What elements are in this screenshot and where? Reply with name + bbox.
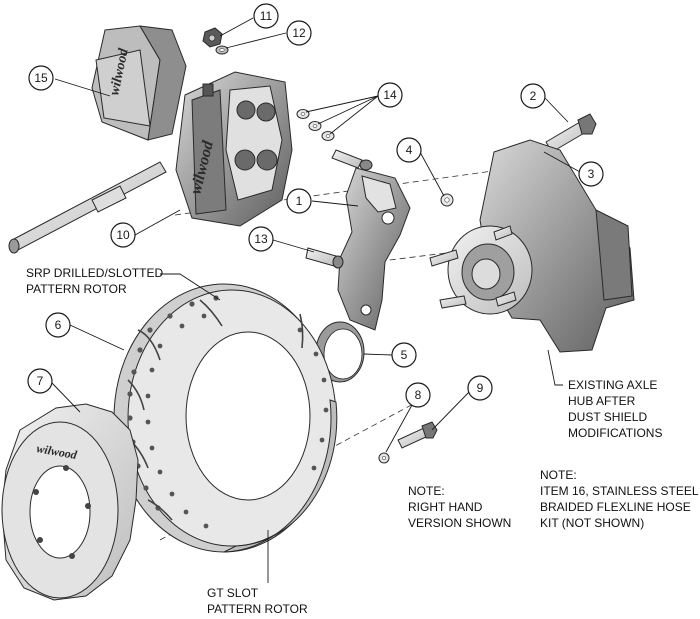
svg-text:6: 6 bbox=[55, 318, 62, 332]
caliper-bracket bbox=[337, 167, 411, 331]
svg-text:14: 14 bbox=[383, 88, 397, 102]
callout-13: 13 bbox=[248, 226, 274, 252]
note-right-title: NOTE: bbox=[540, 468, 577, 482]
note-left-line-1: RIGHT HAND bbox=[408, 500, 483, 514]
note-right-line-1: ITEM 16, STAINLESS STEEL bbox=[540, 484, 699, 498]
axle-label-line-1: EXISTING AXLE bbox=[568, 378, 657, 392]
srp-label-line-1: SRP DRILLED/SLOTTED bbox=[26, 266, 163, 280]
note-left-title: NOTE: bbox=[408, 484, 445, 498]
gt-label-line-1: GT SLOT bbox=[207, 586, 259, 600]
note-left-line-2: VERSION SHOWN bbox=[408, 516, 511, 530]
svg-text:13: 13 bbox=[254, 232, 268, 246]
callout-11: 11 bbox=[253, 3, 279, 29]
spindle-bolt bbox=[545, 113, 597, 153]
notes: NOTE: RIGHT HAND VERSION SHOWN NOTE: ITE… bbox=[408, 468, 699, 530]
bleeder-nut bbox=[202, 27, 223, 48]
callout-8: 8 bbox=[405, 382, 431, 408]
axle-label-line-2: HUB AFTER bbox=[568, 394, 636, 408]
callout-2: 2 bbox=[520, 83, 546, 109]
svg-text:15: 15 bbox=[34, 71, 48, 85]
axle-label-line-4: MODIFICATIONS bbox=[568, 426, 662, 440]
callout-1: 1 bbox=[286, 188, 312, 214]
callout-12: 12 bbox=[286, 20, 312, 46]
callout-4: 4 bbox=[396, 137, 422, 163]
svg-text:3: 3 bbox=[588, 167, 595, 181]
callout-14: 14 bbox=[377, 82, 403, 108]
svg-text:12: 12 bbox=[292, 26, 306, 40]
gt-label-line-2: PATTERN ROTOR bbox=[207, 602, 308, 616]
axle-label-line-3: DUST SHIELD bbox=[568, 410, 647, 424]
note-right-line-3: KIT (NOT SHOWN) bbox=[540, 516, 644, 530]
svg-text:7: 7 bbox=[37, 374, 44, 388]
svg-text:2: 2 bbox=[530, 89, 537, 103]
existing-axle-hub bbox=[429, 139, 635, 353]
note-right-line-2: BRAIDED FLEXLINE HOSE bbox=[540, 500, 691, 514]
hat-bolt bbox=[397, 421, 438, 449]
svg-text:4: 4 bbox=[406, 143, 413, 157]
rotor-spacer-ring bbox=[315, 321, 365, 383]
callout-leaders bbox=[51, 17, 581, 583]
svg-text:9: 9 bbox=[477, 381, 484, 395]
brake-pads: wilwood bbox=[91, 25, 187, 141]
rotor-hat: wilwood bbox=[1, 403, 139, 601]
caliper-mounting-bolt-long bbox=[8, 161, 167, 254]
hat-washer bbox=[378, 452, 390, 464]
callout-5: 5 bbox=[391, 342, 417, 368]
bleeder-washer bbox=[215, 45, 229, 55]
callout-6: 6 bbox=[45, 312, 71, 338]
svg-text:8: 8 bbox=[415, 388, 422, 402]
part-labels: SRP DRILLED/SLOTTED PATTERN ROTOR GT SLO… bbox=[26, 266, 662, 616]
callout-3: 3 bbox=[578, 161, 604, 187]
svg-text:1: 1 bbox=[296, 194, 303, 208]
srp-rotor bbox=[113, 283, 338, 553]
bracket-bolt-lower bbox=[305, 247, 344, 269]
svg-text:11: 11 bbox=[260, 9, 273, 23]
svg-text:10: 10 bbox=[116, 228, 130, 242]
bracket-bolt-upper bbox=[331, 149, 373, 171]
srp-label-line-2: PATTERN ROTOR bbox=[26, 282, 127, 296]
shim-washers bbox=[296, 109, 335, 141]
callout-9: 9 bbox=[467, 375, 493, 401]
rotor-slots bbox=[127, 299, 304, 521]
bracket-washer bbox=[440, 193, 454, 207]
caliper: wilwood bbox=[175, 71, 293, 227]
callout-10: 10 bbox=[110, 222, 136, 248]
callout-15: 15 bbox=[28, 65, 54, 91]
callouts: 1 2 3 4 5 6 7 8 9 10 11 12 13 14 15 bbox=[27, 3, 604, 408]
svg-text:5: 5 bbox=[401, 348, 408, 362]
callout-7: 7 bbox=[27, 368, 53, 394]
